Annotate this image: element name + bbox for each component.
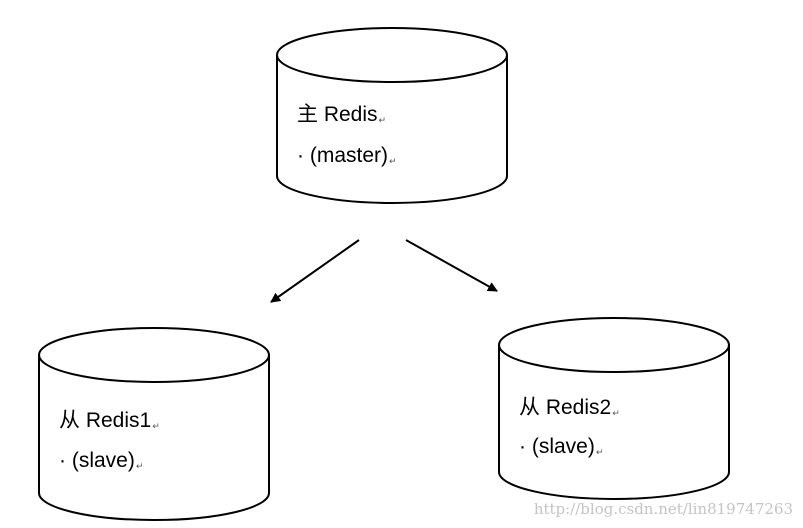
slave2-role: · (slave)↵ (519, 436, 603, 457)
slave2-role-text: · (slave) (519, 435, 595, 458)
paragraph-mark-icon: ↵ (612, 408, 620, 418)
paragraph-mark-icon: ↵ (389, 156, 397, 166)
paragraph-mark-icon: ↵ (378, 115, 387, 125)
arrow-to-slave2 (405, 239, 498, 292)
slave1-role-text: · (slave) (59, 449, 135, 472)
slave2-title: 从 Redis2↵ (519, 397, 620, 418)
master-title-text: 主 Redis (297, 103, 378, 126)
master-role-text: · (master) (297, 144, 388, 167)
slave1-cylinder (38, 327, 270, 521)
master-role: · (master)↵ (297, 145, 397, 166)
master-title: 主 Redis↵ (297, 104, 386, 125)
slave2-title-text: 从 Redis2 (519, 396, 612, 419)
master-cylinder (276, 27, 508, 204)
paragraph-mark-icon: ↵ (595, 447, 604, 457)
slave2-cylinder (498, 317, 730, 500)
paragraph-mark-icon: ↵ (135, 461, 144, 471)
paragraph-mark-icon: ↵ (152, 421, 160, 431)
slave1-role: · (slave)↵ (59, 450, 143, 471)
watermark: http://blog.csdn.net/lin819747263 (533, 500, 793, 518)
slave1-title: 从 Redis1↵ (59, 410, 160, 431)
slave1-title-text: 从 Redis1 (59, 409, 152, 432)
arrow-to-slave1 (270, 239, 360, 303)
